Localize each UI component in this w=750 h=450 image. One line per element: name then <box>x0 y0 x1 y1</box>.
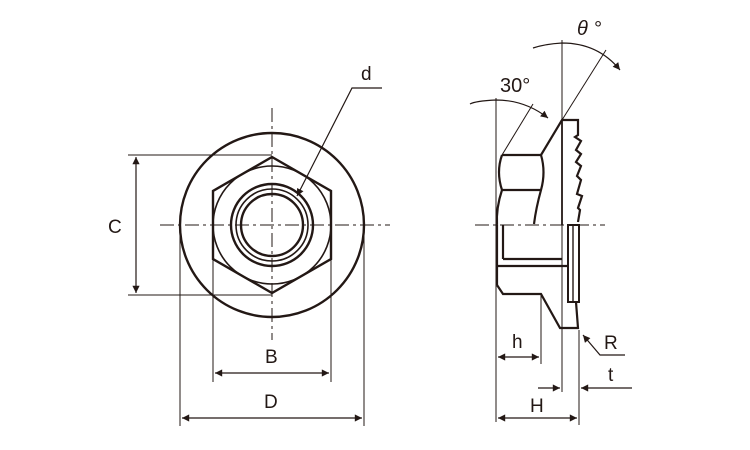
chamfer-angle-ray <box>501 103 534 156</box>
flange-bottom-outline <box>496 284 580 330</box>
flange-angle-ray <box>561 49 607 121</box>
label-flange-d: D <box>264 392 278 413</box>
d-leader <box>296 87 382 197</box>
front-view: d C B D <box>108 64 390 426</box>
label-r: R <box>604 333 618 354</box>
bore-inner-circle <box>239 192 305 258</box>
flange-serration-outline <box>540 118 584 223</box>
label-theta: θ ° <box>577 18 601 40</box>
label-d: d <box>361 64 372 85</box>
r-leader <box>582 334 625 356</box>
thread-circle <box>235 188 309 262</box>
bore-outer-circle <box>229 182 315 268</box>
angle-30-arc <box>469 99 549 119</box>
label-30-deg: 30° <box>500 75 530 97</box>
hex-right-curve <box>532 154 545 225</box>
label-c: C <box>108 217 122 238</box>
label-h: h <box>512 332 523 353</box>
hex-left-edge <box>495 154 504 226</box>
hex-chamfer-circle <box>212 165 332 285</box>
label-t: t <box>608 365 614 386</box>
hex-outline <box>211 155 333 295</box>
side-view: 30° θ ° h H t R <box>469 18 632 425</box>
label-big-h: H <box>530 396 544 417</box>
theta-arc <box>532 42 621 71</box>
label-b: B <box>265 347 278 368</box>
